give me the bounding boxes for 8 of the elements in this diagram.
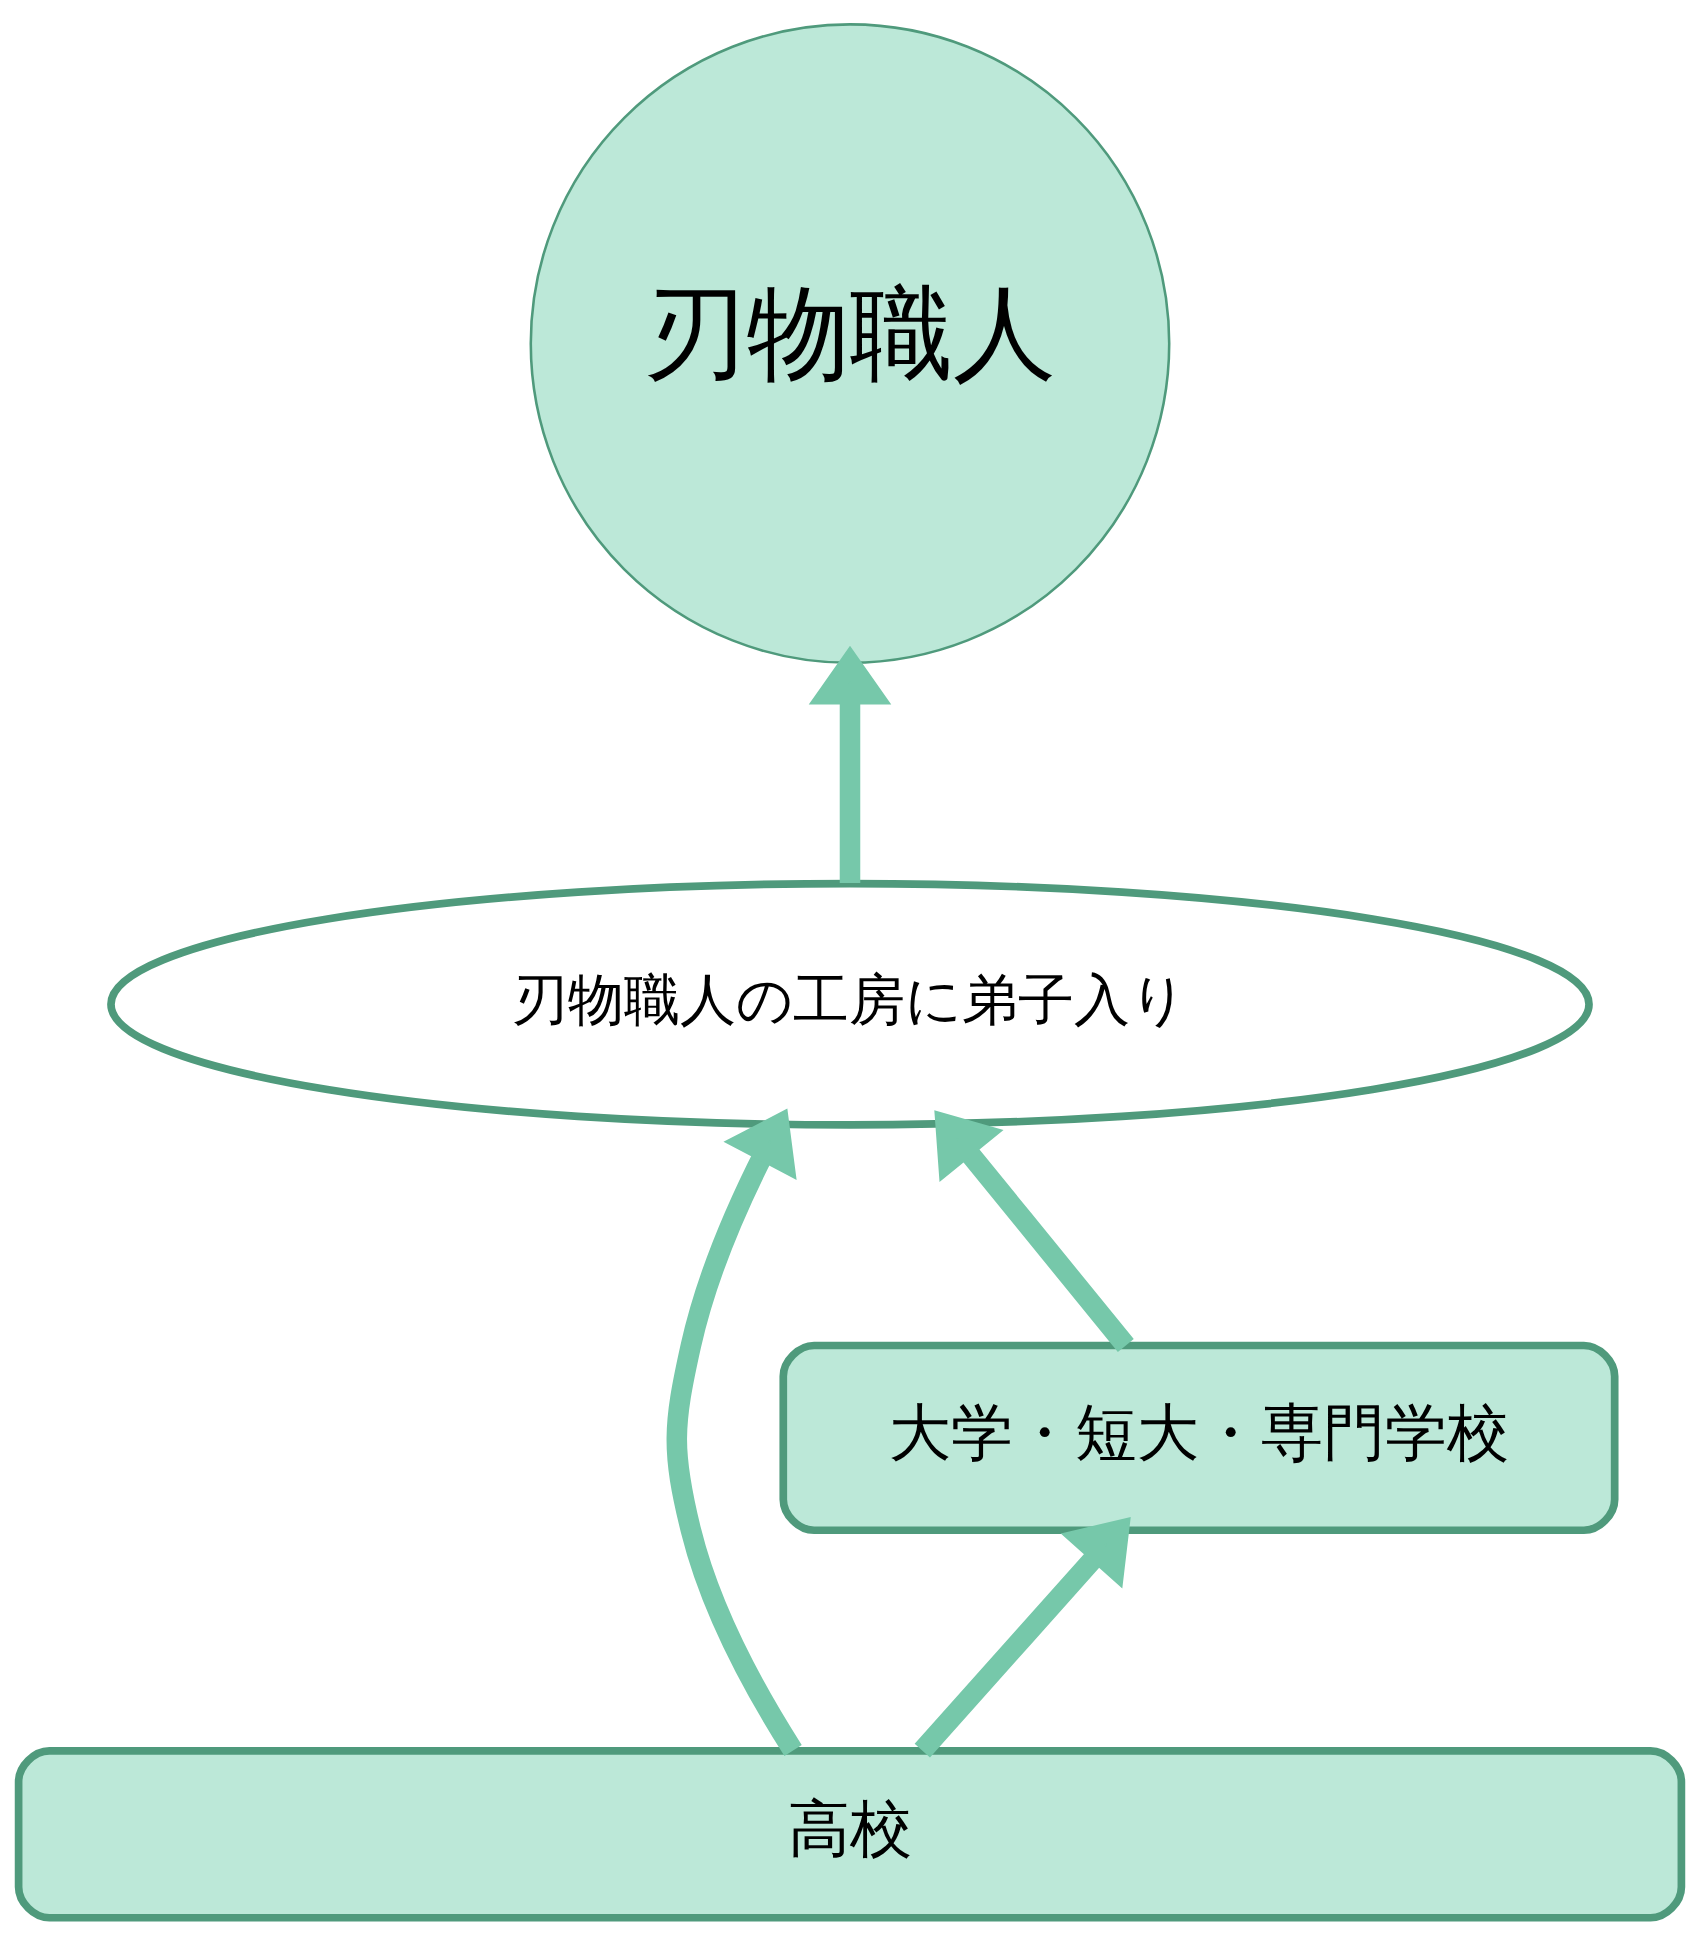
arrow [914,1516,1131,1758]
node-box: 高校 [14,1747,1686,1922]
node-ellipse: 刃物職人の工房に弟子入り [107,879,1593,1129]
arrow [934,1110,1134,1352]
node-box: 大学・短大・専門学校 [779,1341,1619,1535]
arrow [808,645,892,883]
arrow [666,1108,802,1756]
node-circle: 刃物職人 [529,23,1171,665]
